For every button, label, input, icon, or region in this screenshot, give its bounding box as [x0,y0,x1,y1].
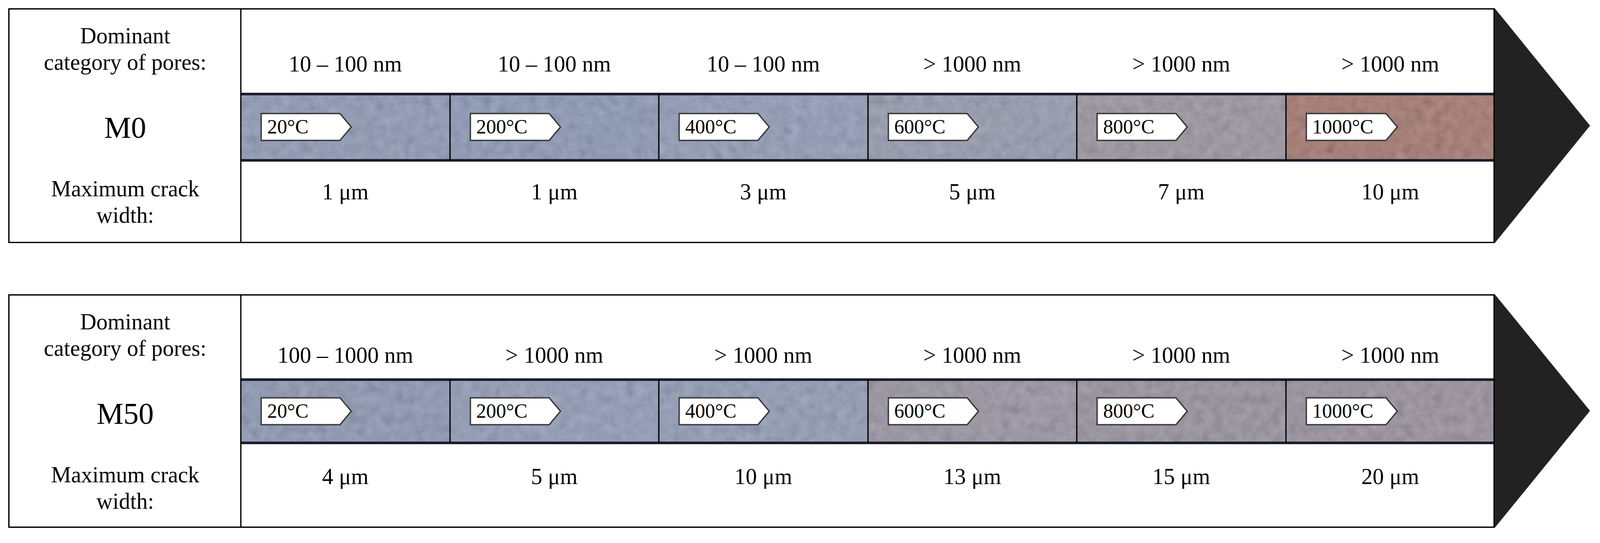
pore-category: 10 – 100 nm [706,51,820,78]
temperature-tag: 600°C [887,396,980,426]
temperature-tag: 20°C [260,396,353,426]
temperature-tag: 200°C [469,396,562,426]
pore-category: > 1000 nm [1341,342,1440,369]
pore-category: > 1000 nm [1132,51,1231,78]
panel-box: Dominant category of pores: M0Maximum cra… [8,8,1495,243]
temperature-tag: 400°C [678,112,771,142]
temperature-text: 800°C [1096,396,1155,426]
crack-width: 1 μm [531,178,578,205]
temperature-tag: 200°C [469,112,562,142]
temperature-text: 600°C [887,396,946,426]
temperature-text: 1000°C [1305,396,1374,426]
crack-width: 10 μm [734,463,793,490]
cell-divider [658,93,660,161]
pore-category: > 1000 nm [505,342,604,369]
temperature-text: 20°C [260,112,309,142]
column-divider [240,8,242,243]
cell-divider [449,93,451,161]
row-heading: Maximum crack width: [41,461,210,515]
cell-divider [658,379,660,443]
temperature-text: 200°C [469,112,528,142]
cell-divider [1285,379,1287,443]
pore-category: 10 – 100 nm [497,51,611,78]
mix-name: M0 [41,110,210,146]
temperature-tag: 600°C [887,112,980,142]
temperature-tag: 20°C [260,112,353,142]
crack-width: 13 μm [943,463,1001,490]
temperature-tag: 800°C [1096,112,1189,142]
crack-width: 15 μm [1152,463,1211,490]
pore-category: 100 – 1000 nm [277,342,414,369]
arrow-head [1494,8,1591,243]
photo-strip [240,93,1495,161]
photo-texture [240,379,1495,443]
arrow-head [1494,294,1591,528]
cell-divider [867,379,869,443]
row-heading: Dominant category of pores: [41,22,210,76]
photo-strip [240,379,1495,443]
cell-divider [1285,93,1287,161]
crack-width: 5 μm [948,178,996,205]
temperature-text: 20°C [260,396,309,426]
panel-box: Dominant category of pores: M50Maximum cr… [8,294,1495,528]
column-divider [240,294,242,528]
temperature-tag: 1000°C [1305,396,1399,426]
crack-width: 4 μm [322,463,369,490]
temperature-text: 800°C [1096,112,1155,142]
cell-divider [1076,379,1078,443]
pore-category: > 1000 nm [714,342,813,369]
pore-category: 10 – 100 nm [288,51,402,78]
pore-category: > 1000 nm [923,342,1022,369]
crack-width: 1 μm [322,178,369,205]
cell-divider [1076,93,1078,161]
pore-category: > 1000 nm [1132,342,1231,369]
temperature-text: 400°C [678,112,737,142]
temperature-text: 400°C [678,396,737,426]
cell-divider [867,93,869,161]
pore-category: > 1000 nm [1341,51,1440,78]
row-heading: Dominant category of pores: [41,308,210,362]
temperature-text: 200°C [469,396,528,426]
crack-width: 5 μm [531,463,578,490]
cell-divider [449,379,451,443]
temperature-tag: 400°C [678,396,771,426]
crack-width: 7 μm [1158,178,1205,205]
temperature-text: 600°C [887,112,946,142]
photo-texture [240,93,1495,161]
temperature-tag: 1000°C [1305,112,1399,142]
crack-width: 20 μm [1361,463,1419,490]
temperature-tag: 800°C [1096,396,1189,426]
crack-width: 10 μm [1361,178,1419,205]
row-heading: Maximum crack width: [41,175,210,229]
temperature-text: 1000°C [1305,112,1374,142]
crack-width: 3 μm [740,178,787,205]
mix-name: M50 [41,396,210,431]
pore-category: > 1000 nm [923,51,1022,78]
